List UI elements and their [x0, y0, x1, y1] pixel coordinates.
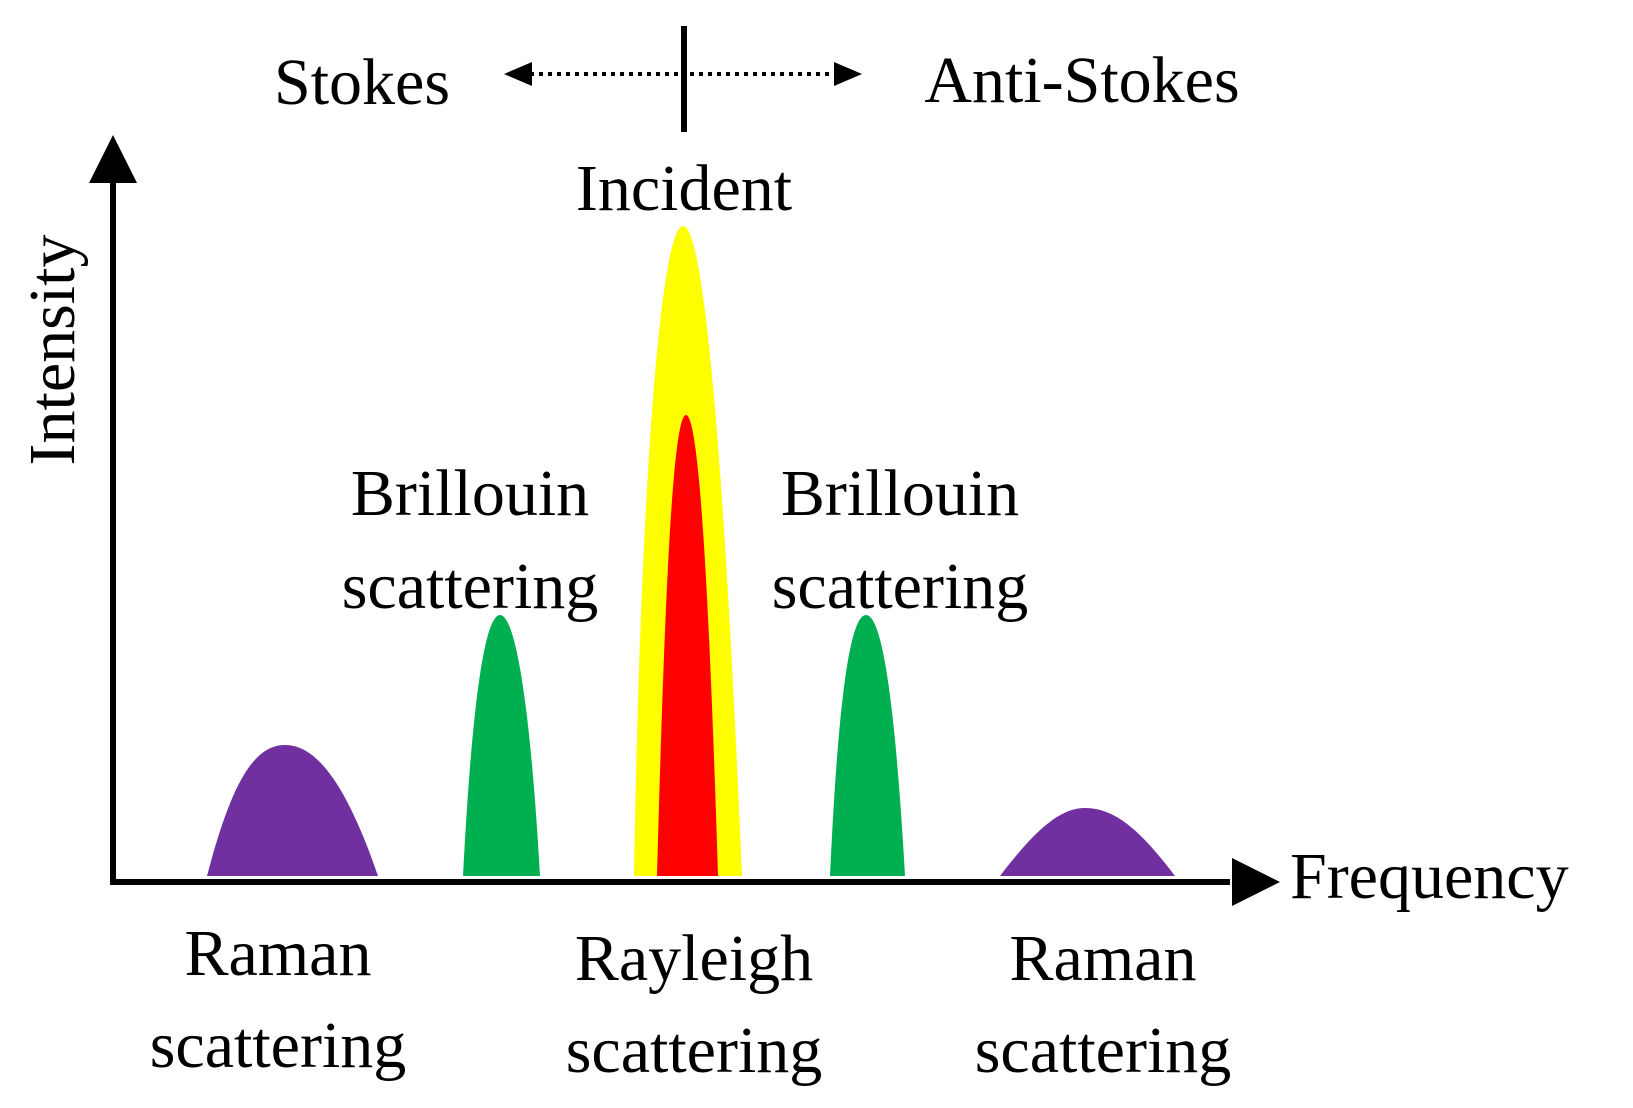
brillouin-anti-stokes-label-line2: scattering	[772, 550, 1029, 623]
brillouin-anti-stokes-peak	[830, 615, 905, 876]
raman-stokes-label-line1: Raman	[185, 917, 372, 990]
rayleigh-peak	[657, 415, 718, 876]
raman-anti-stokes-label-line1: Raman	[1010, 922, 1197, 995]
x-axis-label: Frequency	[1290, 840, 1569, 913]
anti-stokes-direction-arrowhead	[834, 62, 862, 86]
x-axis-arrowhead	[1232, 858, 1280, 906]
anti-stokes-label: Anti-Stokes	[924, 44, 1239, 117]
brillouin-anti-stokes-label-line1: Brillouin	[781, 457, 1019, 530]
raman-stokes-peak	[207, 745, 378, 876]
rayleigh-label-line1: Rayleigh	[575, 922, 813, 995]
brillouin-stokes-peak	[463, 615, 540, 876]
incident-label: Incident	[576, 152, 792, 225]
y-axis-label: Intensity	[16, 235, 89, 466]
raman-anti-stokes-peak	[1000, 808, 1175, 876]
rayleigh-label-line2: scattering	[566, 1014, 823, 1087]
brillouin-stokes-label-line1: Brillouin	[351, 457, 589, 530]
stokes-direction-arrowhead	[504, 62, 532, 86]
stokes-label: Stokes	[274, 46, 450, 119]
raman-anti-stokes-label-line2: scattering	[975, 1014, 1232, 1087]
y-axis-arrowhead	[89, 135, 137, 183]
raman-stokes-label-line2: scattering	[150, 1009, 407, 1082]
brillouin-stokes-label-line2: scattering	[342, 550, 599, 623]
